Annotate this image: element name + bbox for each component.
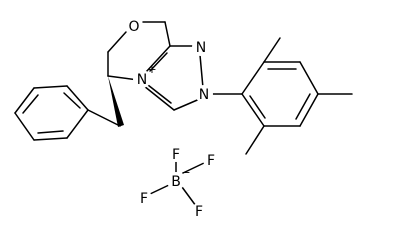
nitrogen-plus-label: N	[137, 72, 147, 88]
bond-c3-n4	[143, 85, 175, 111]
nitrogen-upper-label: N	[196, 40, 206, 56]
fluorine-right-label: F	[207, 153, 215, 169]
atom-nitrogen-upper: N	[192, 38, 210, 56]
bond-ph-4-5	[14, 112, 35, 141]
atom-fluorine-left: F	[136, 190, 152, 207]
bond-mes-1-2	[241, 61, 265, 95]
chemical-structure: O N + N N B − F F F	[14, 17, 353, 220]
bond-methyl-ortho-bottom	[245, 125, 265, 155]
atom-nitrogen-plus: N +	[133, 63, 157, 88]
bond-layer	[14, 21, 353, 207]
bond-c8a-n4-inner	[149, 52, 168, 72]
oxygen-label: O	[128, 19, 139, 35]
bond-n1-n2	[199, 54, 204, 89]
bond-b-f-left	[149, 184, 170, 195]
bond-b-f-bottom	[181, 186, 197, 207]
atom-boron: B −	[167, 166, 191, 190]
nitrogen-aryl-label: N	[199, 87, 209, 103]
bond-ph-1-2-inner	[63, 92, 81, 109]
bond-mes-4-5	[299, 93, 319, 127]
bond-ph-1-2	[66, 85, 89, 111]
bond-ph-3-4	[14, 87, 35, 114]
atom-oxygen: O	[125, 17, 143, 35]
fluorine-left-label: F	[140, 191, 148, 207]
fluorine-top-label: F	[172, 147, 180, 163]
fluorine-bottom-label: F	[195, 204, 203, 220]
bond-c8a-n4	[145, 45, 171, 73]
bond-ph-2-3	[33, 85, 68, 89]
bond-ph-5-6-inner	[37, 130, 64, 134]
bond-ph-3-4-inner	[22, 94, 39, 114]
wedge-bond-c5-ch2	[108, 76, 124, 127]
bond-methyl-ortho-top	[263, 37, 281, 63]
negative-charge: −	[181, 166, 190, 179]
bond-ph-6-1	[66, 109, 89, 139]
atom-fluorine-right: F	[203, 152, 219, 169]
atom-fluorine-top: F	[168, 146, 184, 163]
atom-fluorine-bottom: F	[191, 203, 207, 220]
structure-canvas: O N + N N B − F F F	[14, 17, 353, 220]
bond-mes-6-1	[241, 93, 265, 127]
bond-ch2-right-c8a	[164, 21, 171, 47]
bond-c3-n4-inner	[147, 84, 172, 104]
atom-nitrogen-aryl: N	[195, 85, 213, 103]
bond-ph-5-6	[33, 137, 68, 141]
bond-mes-6-1-inner	[249, 95, 266, 119]
bond-c5-n4	[107, 75, 139, 81]
bond-mes-4-5-inner	[295, 93, 311, 120]
bond-mes-3-4	[299, 61, 319, 95]
bond-o-ch2-left	[107, 31, 127, 53]
bond-b-f-right	[182, 162, 205, 174]
atom-label-layer: O N + N N B − F F F	[125, 17, 219, 220]
boron-label: B	[171, 174, 181, 190]
positive-charge: +	[147, 63, 156, 76]
bond-ch2-phenyl	[87, 109, 121, 127]
